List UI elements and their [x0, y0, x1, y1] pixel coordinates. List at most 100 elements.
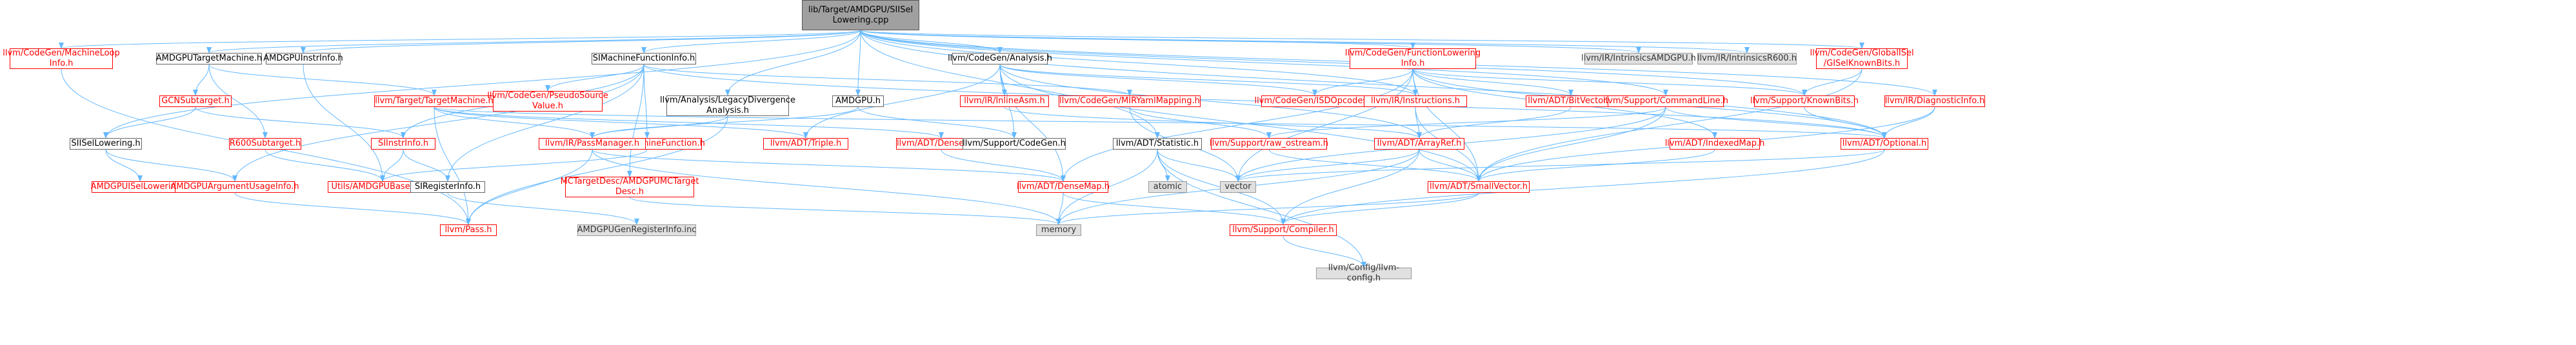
edge-indexedmap-to-smallvector [1476, 149, 1715, 182]
edge-root-to-intrinr600 [860, 30, 1750, 54]
edge-optional-to-compiler [1281, 149, 1885, 225]
node-mctargetdesc[interactable]: MCTargetDesc/AMDGPUMCTarget Desc.h [560, 177, 699, 197]
edge-root-to-irinstr [860, 30, 1418, 96]
node-giselknownbits[interactable]: llvm/CodeGen/GlobalISel /GISelKnownBits.… [1810, 48, 1914, 69]
node-optional[interactable]: llvm/ADT/Optional.h [1841, 138, 1928, 150]
edge-funclowering-to-vector [1235, 68, 1413, 182]
node-knownbits[interactable]: llvm/Support/KnownBits.h [1750, 95, 1859, 107]
node-targetmachine[interactable]: llvm/Target/TargetMachine.h [374, 95, 494, 107]
node-ir-instructions[interactable]: llvm/IR/Instructions.h [1364, 95, 1467, 107]
node-amdgputargetmachine[interactable]: AMDGPUTargetMachine.h [155, 53, 263, 64]
edge-cganalysis-to-irinstr [999, 64, 1418, 96]
edge-root-to-siisel [103, 30, 861, 139]
edge-sireg-to-genreg [447, 192, 639, 225]
node-atomic: atomic [1148, 181, 1187, 193]
node-commandline[interactable]: llvm/Support/CommandLine.h [1603, 95, 1729, 107]
node-compiler[interactable]: llvm/Support/Compiler.h [1230, 224, 1337, 236]
edge-root-to-knownbits [860, 30, 1807, 96]
edge-root-to-amdgputm [206, 30, 861, 54]
node-densemap[interactable]: llvm/ADT/DenseMap.h [1017, 181, 1110, 193]
node-siregisterinfo[interactable]: SIRegisterInfo.h [410, 181, 485, 193]
edge-amdgpumf-to-utilsbase [380, 149, 648, 182]
node-amdgpuisellowering[interactable]: AMDGPUISelLowering.h [90, 181, 190, 193]
edge-siisel-to-amdgpuisel [105, 149, 143, 182]
edge-knownbits-to-optional [1804, 106, 1887, 139]
node-pass[interactable]: llvm/Pass.h [440, 224, 497, 236]
node-statistic[interactable]: llvm/ADT/Statistic.h [1113, 138, 1202, 150]
node-isdopcodes[interactable]: llvm/CodeGen/ISDOpcodes.h [1254, 95, 1375, 107]
edge-r600sub-to-utilsbase [265, 149, 385, 182]
edge-passmgr-to-pass [466, 149, 593, 225]
edge-cmdline-to-optional [1665, 106, 1887, 139]
node-diagnosticinfo[interactable]: llvm/IR/DiagnosticInfo.h [1884, 95, 1985, 107]
edge-optional-to-vector [1235, 149, 1885, 182]
node-triple[interactable]: llvm/ADT/Triple.h [763, 138, 848, 150]
node-arrayref[interactable]: llvm/ADT/ArrayRef.h [1374, 138, 1464, 150]
node-inlineasm[interactable]: llvm/IR/InlineAsm.h [960, 95, 1049, 107]
node-codegen-analysis[interactable]: llvm/CodeGen/Analysis.h [948, 53, 1052, 64]
edge-targetmachine-to-triple [434, 106, 808, 139]
edge-root-to-cganalysis [860, 30, 1003, 54]
edge-passmgr-to-memory [592, 149, 1061, 225]
edge-statistic-to-vector [1157, 149, 1241, 182]
edge-root-to-intrinamdgpu [860, 30, 1641, 54]
edge-simfi-to-pseudosrc [545, 64, 644, 92]
node-indexedmap[interactable]: llvm/ADT/IndexedMap.h [1664, 138, 1765, 150]
edge-miryaml-to-rawostream [1129, 106, 1272, 139]
node-llvm-config: llvm/Config/llvm-config.h [1316, 263, 1412, 283]
edge-denseset-to-densemap [941, 149, 1066, 182]
edge-cganalysis-to-isdop [999, 64, 1317, 96]
edge-rawostream-to-smallvector [1268, 149, 1481, 182]
node-r600subtarget[interactable]: R600Subtarget.h [229, 138, 301, 150]
edge-smallvector-to-compiler [1281, 192, 1479, 225]
node-functionloweringinfo[interactable]: llvm/CodeGen/FunctionLowering Info.h [1344, 48, 1481, 69]
node-bitvector[interactable]: llvm/ADT/BitVector.h [1526, 95, 1616, 107]
edge-arrayref-to-smallvector [1419, 149, 1481, 182]
edge-funclowering-to-densemap [1061, 68, 1413, 182]
node-siisellowering-h[interactable]: SIISelLowering.h [70, 138, 142, 150]
edge-funclowering-to-isdop [1312, 68, 1413, 96]
node-legacydivergence[interactable]: llvm/Analysis/LegacyDivergence Analysis.… [659, 95, 796, 116]
node-miryamlmapping[interactable]: llvm/CodeGen/MIRYamlMapping.h [1059, 95, 1201, 107]
edge-simfi-to-mctarget [627, 64, 644, 177]
node-machineloopinfo[interactable]: llvm/CodeGen/MachineLoop Info.h [3, 48, 120, 69]
node-argumentusageinfo[interactable]: AMDGPUArgumentUsageInfo.h [170, 181, 299, 193]
node-amdgpu-h[interactable]: AMDGPU.h [832, 95, 884, 107]
edge-gcnsub-to-siinstr [195, 106, 406, 139]
edge-root-to-amdgpuinstr [301, 30, 861, 54]
edge-simfi-to-argusage [232, 64, 644, 182]
edge-amdgpuh-to-passmgr [590, 106, 859, 139]
node-simachinefunctioninfo[interactable]: SIMachineFunctionInfo.h [592, 53, 696, 64]
edge-compiler-to-config [1283, 235, 1366, 268]
edge-cmdline-to-rawostream [1266, 106, 1666, 139]
edge-globalisel-to-knownbits [1802, 68, 1862, 96]
edge-root-to-legacydiv [725, 30, 861, 96]
node-gcnsubtarget[interactable]: GCNSubtarget.h [159, 95, 232, 107]
edge-cganalysis-to-smallvector [999, 64, 1481, 182]
edge-root-to-cmdline [860, 30, 1668, 96]
edge-targetmachine-to-denseset [434, 106, 944, 139]
edge-targetmachine-to-pass [434, 106, 471, 225]
node-passmanager[interactable]: llvm/IR/PassManager.h [539, 138, 646, 150]
edge-funclowering-to-bitvector [1412, 68, 1573, 96]
edge-amdgpuinstr-to-utilsbase [303, 64, 385, 182]
edge-root-to-amdgpuh [855, 30, 861, 96]
node-support-codegen[interactable]: llvm/Support/CodeGen.h [963, 138, 1066, 150]
node-amdgpubaseinfo[interactable]: Utils/AMDGPUBaseInfo.h [328, 181, 437, 193]
edge-siisel-to-argusage [105, 149, 237, 182]
edge-root-to-simfi [641, 30, 861, 54]
node-amdgpuinstrinfo[interactable]: AMDGPUInstrInfo.h [263, 53, 343, 64]
edge-amdgputm-to-r600sub [208, 64, 268, 139]
edge-gcnsub-to-siisel [103, 106, 196, 139]
edge-funclowering-to-knownbits [1412, 68, 1807, 96]
node-siinstrinfo[interactable]: SIInstrInfo.h [371, 138, 435, 150]
edge-targetmachine-to-passmgr [434, 106, 595, 139]
edge-cmdline-to-smallvector [1476, 106, 1666, 182]
node-pseudosourcevalue[interactable]: llvm/CodeGen/PseudoSource Value.h [487, 91, 608, 112]
edge-inlineasm-to-arrayref [1004, 106, 1422, 139]
edge-mctarget-to-memory [629, 197, 1061, 225]
node-raw-ostream[interactable]: llvm/Support/raw_ostream.h [1209, 138, 1329, 150]
edge-funclowering-to-smallvector [1412, 68, 1481, 182]
node-smallvector[interactable]: llvm/ADT/SmallVector.h [1428, 181, 1530, 193]
